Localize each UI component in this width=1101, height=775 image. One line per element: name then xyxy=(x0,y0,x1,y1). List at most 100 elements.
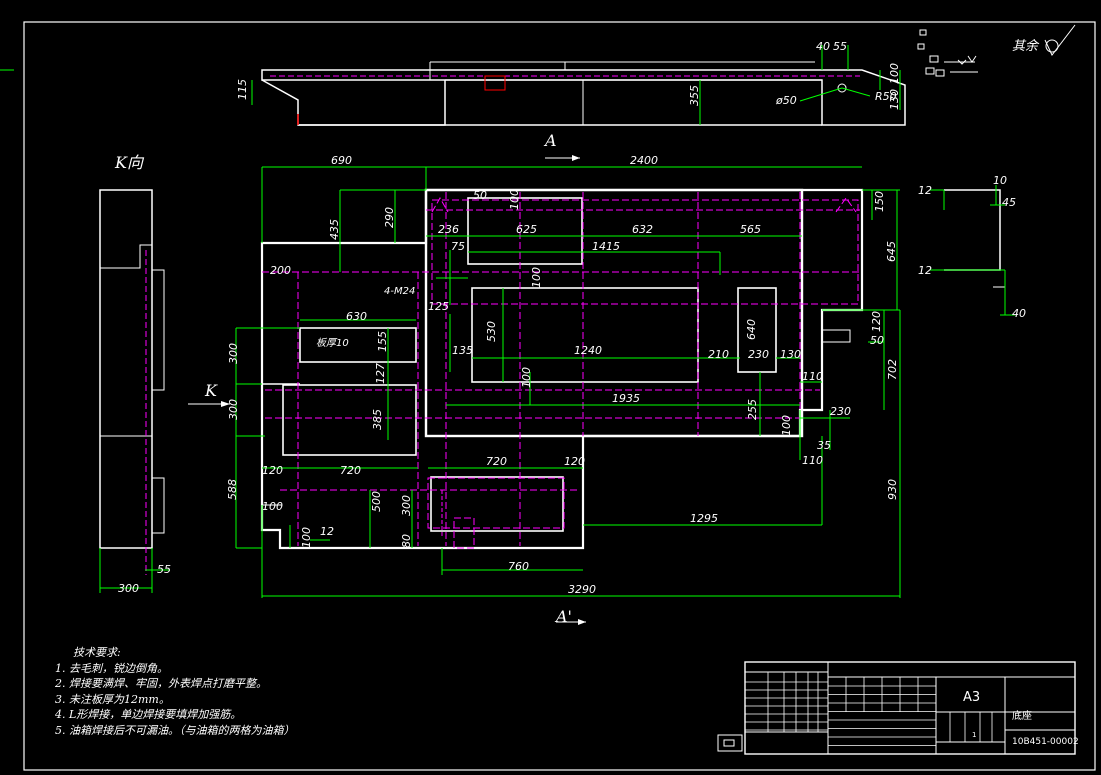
dim-label: 12 xyxy=(320,525,334,538)
technical-note-item: 1. 去毛刺，锐边倒角。 xyxy=(55,661,168,675)
dim-label: 355 xyxy=(688,85,701,106)
title-block xyxy=(744,661,1076,755)
drawing-border xyxy=(23,21,1096,771)
dim-label: 1935 xyxy=(612,392,640,405)
dim-label: 300 xyxy=(400,495,413,516)
dim-label: 720 xyxy=(486,455,507,468)
dim-label: 300 xyxy=(227,343,240,364)
section-label-top: A xyxy=(543,131,557,150)
title-block-part-name: 底座 xyxy=(1012,709,1032,722)
dim-label: 115 xyxy=(236,79,249,100)
dim-label: 930 xyxy=(886,479,899,500)
dim-label: 127 xyxy=(374,363,387,384)
dim-label: 120 xyxy=(870,311,883,332)
section-view xyxy=(930,185,1015,316)
dim-label: 板厚10 xyxy=(316,337,349,349)
dim-label: 702 xyxy=(886,359,899,380)
top-view xyxy=(251,45,906,126)
dim-label: 150 xyxy=(873,191,886,212)
dim-label: 100 xyxy=(530,267,543,288)
k-arrow-label: K xyxy=(204,381,218,400)
dim-label: 110 xyxy=(802,370,823,383)
dim-label: 690 xyxy=(331,154,352,167)
dim-label: 50 xyxy=(870,334,884,347)
technical-notes-title: 技术要求: xyxy=(73,646,121,659)
dim-label: 1295 xyxy=(690,512,718,525)
dim-label: 55 xyxy=(157,563,171,576)
dim-label: 100 xyxy=(520,367,533,388)
dim-label: 4-M24 xyxy=(384,286,415,297)
plan-view xyxy=(260,188,864,550)
dim-label: 45 xyxy=(1002,196,1016,209)
dim-label: ø50 xyxy=(775,94,797,107)
dim-label: 100 xyxy=(508,189,521,210)
dim-label: 210 xyxy=(708,348,729,361)
dim-label: 565 xyxy=(740,223,761,236)
dim-label: 200 xyxy=(270,264,291,277)
dim-label: 645 xyxy=(885,241,898,262)
dim-label: R50 xyxy=(875,90,897,103)
technical-note-item: 2. 焊接要满焊、牢固，外表焊点打磨平整。 xyxy=(55,677,267,690)
dim-label: 1415 xyxy=(592,240,620,253)
dim-label: 110 xyxy=(802,454,823,467)
company-logo-icon xyxy=(717,734,743,752)
dim-label: 130 xyxy=(780,348,801,361)
dimension-lines xyxy=(235,166,901,598)
k-view-title: K向 xyxy=(114,153,145,172)
dim-label: 135 xyxy=(452,344,473,357)
dim-label: 300 xyxy=(227,399,240,420)
dim-label: 40 xyxy=(1012,307,1026,320)
dim-label: 2400 xyxy=(630,154,658,167)
dim-label: 50 xyxy=(473,189,487,202)
dim-label: 10 xyxy=(993,174,1007,187)
dim-label: 640 xyxy=(745,319,758,340)
roughness-symbol-icon xyxy=(1044,24,1076,56)
dim-label: 55 xyxy=(833,40,847,53)
dim-label: 3290 xyxy=(568,583,596,596)
dim-label: 75 xyxy=(451,240,465,253)
dim-label: 625 xyxy=(516,223,537,236)
dim-label: 236 xyxy=(438,223,459,236)
dim-label: 155 xyxy=(376,331,389,352)
technical-note-item: 4. L形焊接，单边焊接要填焊加强筋。 xyxy=(55,708,242,721)
dim-label: 300 xyxy=(118,582,139,595)
weld-symbols xyxy=(917,29,978,77)
dim-label: 630 xyxy=(346,310,367,323)
title-block-grid xyxy=(745,672,993,755)
dim-label: 230 xyxy=(830,405,851,418)
dim-label: 500 xyxy=(370,491,383,512)
dim-label: 760 xyxy=(508,560,529,573)
dim-label: 12 xyxy=(918,184,932,197)
dim-label: 35 xyxy=(817,439,831,452)
dim-label: 125 xyxy=(428,300,449,313)
dim-label: 12 xyxy=(918,264,932,277)
technical-note-item: 5. 油箱焊接后不可漏油。（与油箱的两格为油箱） xyxy=(55,723,295,737)
k-view xyxy=(99,189,170,593)
dim-label: 290 xyxy=(383,207,396,228)
dim-label: 120 xyxy=(262,464,283,477)
dim-label: 530 xyxy=(485,321,498,342)
dim-label: 435 xyxy=(328,219,341,240)
dim-label: 588 xyxy=(226,479,239,500)
title-block-drawing-number: 10B451-00002 xyxy=(1012,737,1079,747)
title-block-size: A3 xyxy=(963,690,980,705)
dim-label: 100 xyxy=(780,415,793,436)
technical-notes: 技术要求: 1. 去毛刺，锐边倒角。 2. 焊接要满焊、牢固，外表焊点打磨平整。… xyxy=(55,645,295,738)
dim-label: 1240 xyxy=(574,344,602,357)
dim-label: 230 xyxy=(748,348,769,361)
title-block-sheet: 1 xyxy=(972,731,976,739)
dim-label: 80 xyxy=(400,534,413,548)
dim-label: 632 xyxy=(632,223,653,236)
roughness-note: 其余 xyxy=(1012,38,1040,54)
dim-label: 100 xyxy=(300,527,313,548)
dim-label: 130 xyxy=(888,89,901,110)
dim-label: 255 xyxy=(746,399,759,420)
dim-label: 385 xyxy=(371,409,384,430)
dim-label: 720 xyxy=(340,464,361,477)
section-label-bottom: A' xyxy=(554,607,572,626)
dim-label: 120 xyxy=(564,455,585,468)
dim-label: 100 xyxy=(888,63,901,84)
technical-note-item: 3. 未注板厚为12mm。 xyxy=(55,692,170,706)
dim-label: 100 xyxy=(262,500,283,513)
